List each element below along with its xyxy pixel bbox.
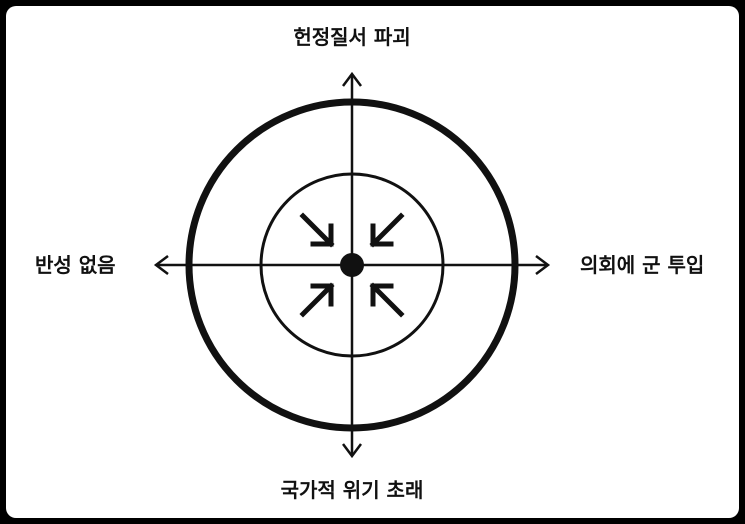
inward-arrow-top-right [369,212,405,248]
label-top: 헌정질서 파괴 [293,25,410,49]
label-right: 의회에 군 투입 [580,253,704,277]
arrowhead-top [342,71,362,87]
inward-arrow-bottom-left [299,282,335,318]
arrowhead-bottom [342,443,362,459]
arrowhead-right [535,255,551,275]
inward-arrow-top-left [299,212,335,248]
label-left: 반성 없음 [35,253,116,277]
arrowhead-left [153,255,169,275]
label-bottom: 국가적 위기 초래 [281,478,424,502]
center-dot [340,253,364,277]
diagram-canvas [6,6,739,518]
inward-arrow-bottom-right [369,282,405,318]
